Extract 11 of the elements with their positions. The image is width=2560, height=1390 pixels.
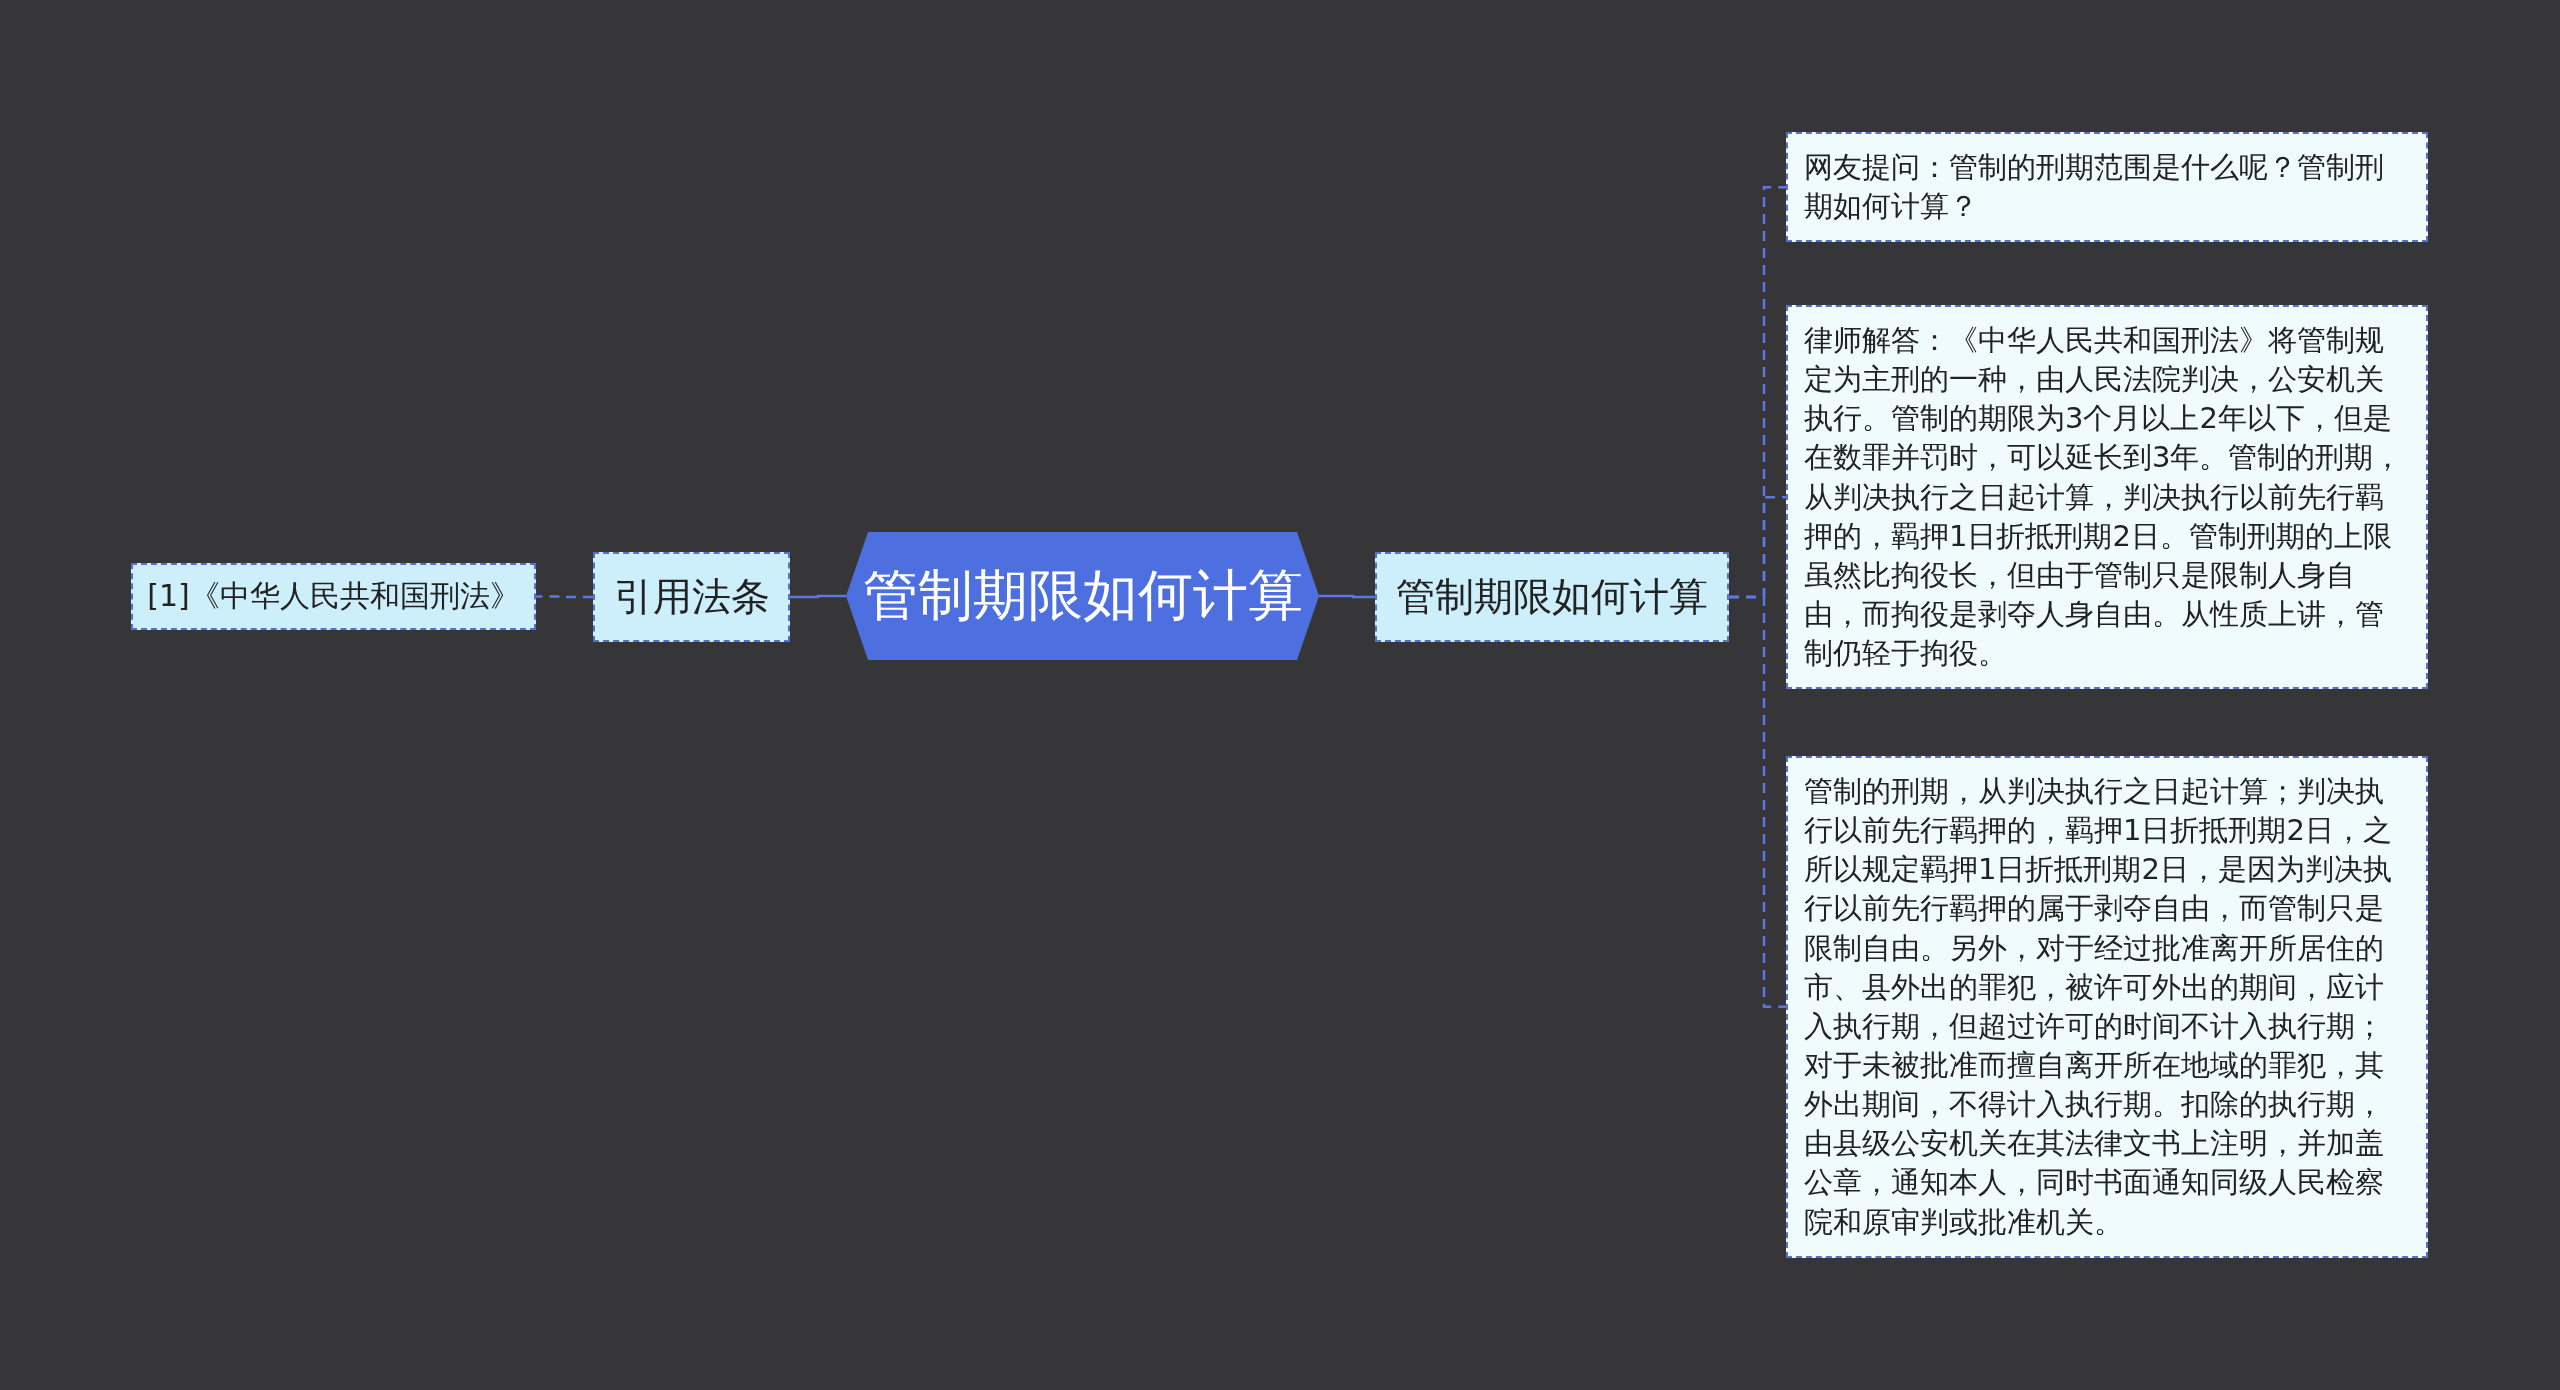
topic-box: 管制期限如何计算	[1375, 552, 1729, 642]
topic-box: 引用法条	[593, 552, 790, 642]
connector-line	[536, 595, 593, 599]
note-box: 管制的刑期，从判决执行之日起计算；判决执行以前先行羁押的，羁押1日折抵刑期2日，之所以规定羁押1日折抵刑期2日，是因为判决执行以前先行羁押的属于剥夺自由，而管制只是限制自由。另外，对于经过批准离开所居住的市、县外出的罪犯，被许可外出的期间，应计入执行期，但超过许可的时间不计入执行期；对于未被批准而擅自离开所在地域的罪犯，其外出期间，不得计入执行期。扣除的执行期，由县级公安机关在其法律文书上注明，并加盖公章，通知本人，同时书面通知同级人民检察院和原审判或批准机关。	[1786, 756, 2428, 1258]
central-topic-hexagon: 管制期限如何计算	[846, 532, 1319, 660]
note-box: 律师解答：《中华人民共和国刑法》将管制规定为主刑的一种，由人民法院判决，公安机关执行。管制的期限为3个月以上2年以下，但是在数罪并罚时，可以延长到3年。管制的刑期，从判决执行之日起计算，判决执行以前先行羁押的，羁押1日折抵刑期2日。管制刑期的上限虽然比拘役长，但由于管制只是限制人身自由，而拘役是剥夺人身自由。从性质上讲，管制仍轻于拘役。	[1786, 305, 2428, 690]
note-box: 网友提问：管制的刑期范围是什么呢？管制刑期如何计算？	[1786, 132, 2428, 243]
connector-line	[1729, 595, 1786, 1009]
connector-line	[790, 594, 846, 599]
reference-box: [1]《中华人民共和国刑法》	[131, 563, 536, 630]
connector-line	[1319, 594, 1375, 599]
